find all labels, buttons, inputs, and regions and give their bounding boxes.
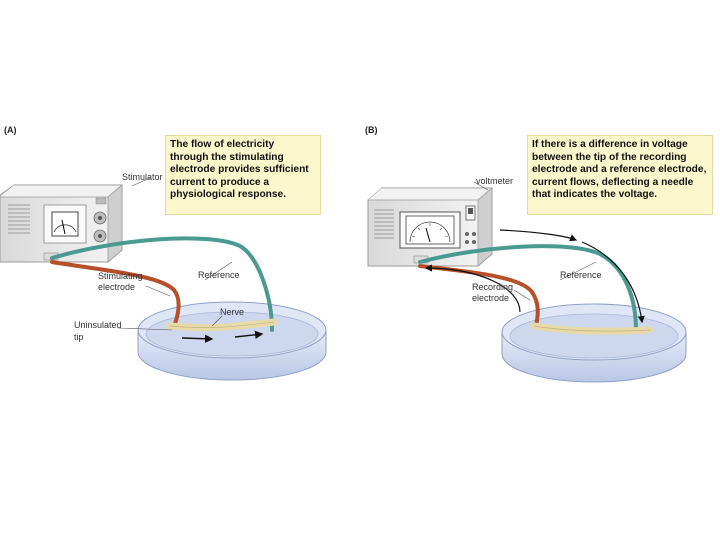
- callout-line: electrode provides sufficient: [170, 164, 309, 176]
- callout-line: electrode and a reference electrode,: [532, 164, 707, 176]
- callout-line: through the stimulating: [170, 151, 284, 163]
- callout-line: current to produce a: [170, 176, 270, 188]
- nerve-label: Nerve: [220, 307, 244, 317]
- callout-line: between the tip of the recording: [532, 151, 687, 163]
- callout-line: current flows, deflecting a needle: [532, 176, 694, 188]
- reference-wire-a: [50, 236, 274, 332]
- panel-a-label: (A): [4, 125, 17, 135]
- voltmeter-device: [367, 187, 494, 267]
- panel-a-diagram: Stimulator Stimulating electrode Referen…: [0, 172, 327, 381]
- stimulator-device: [0, 184, 124, 263]
- callout-line: If there is a difference in voltage: [532, 139, 688, 150]
- stimulating-wire-a: [50, 260, 181, 328]
- stimulating-electrode-label: Stimulating: [98, 271, 143, 281]
- reference-label-b: Reference: [560, 270, 602, 280]
- arrow-a: [234, 330, 264, 339]
- uninsulated-tip-label: tip: [74, 332, 84, 342]
- panel-b-label: (B): [365, 125, 378, 135]
- petri-dish-a: [137, 301, 327, 381]
- callout-line: that indicates the voltage.: [532, 189, 658, 201]
- reference-wire-b: [418, 244, 638, 332]
- recording-electrode-label: Recording: [472, 282, 513, 292]
- callout-line: The flow of electricity: [170, 139, 275, 150]
- recording-electrode-label: electrode: [472, 293, 509, 303]
- callout-line: physiological response.: [170, 189, 287, 201]
- panel-b-callout: If there is a difference in voltage betw…: [527, 135, 713, 215]
- panel-a-callout: The flow of electricity through the stim…: [165, 135, 321, 215]
- panel-b-diagram: voltmeter Recording electrode Reference: [367, 176, 687, 383]
- current-arrow: [581, 241, 645, 324]
- uninsulated-tip-label: Uninsulated: [74, 320, 122, 330]
- stimulating-electrode-label: electrode: [98, 282, 135, 292]
- current-arrow: [424, 264, 521, 313]
- stimulator-label: Stimulator: [122, 172, 163, 182]
- petri-dish-b: [501, 303, 687, 383]
- voltmeter-label: voltmeter: [476, 176, 513, 186]
- current-arrow: [499, 229, 578, 242]
- arrow-a: [181, 334, 214, 343]
- reference-label-a: Reference: [198, 270, 240, 280]
